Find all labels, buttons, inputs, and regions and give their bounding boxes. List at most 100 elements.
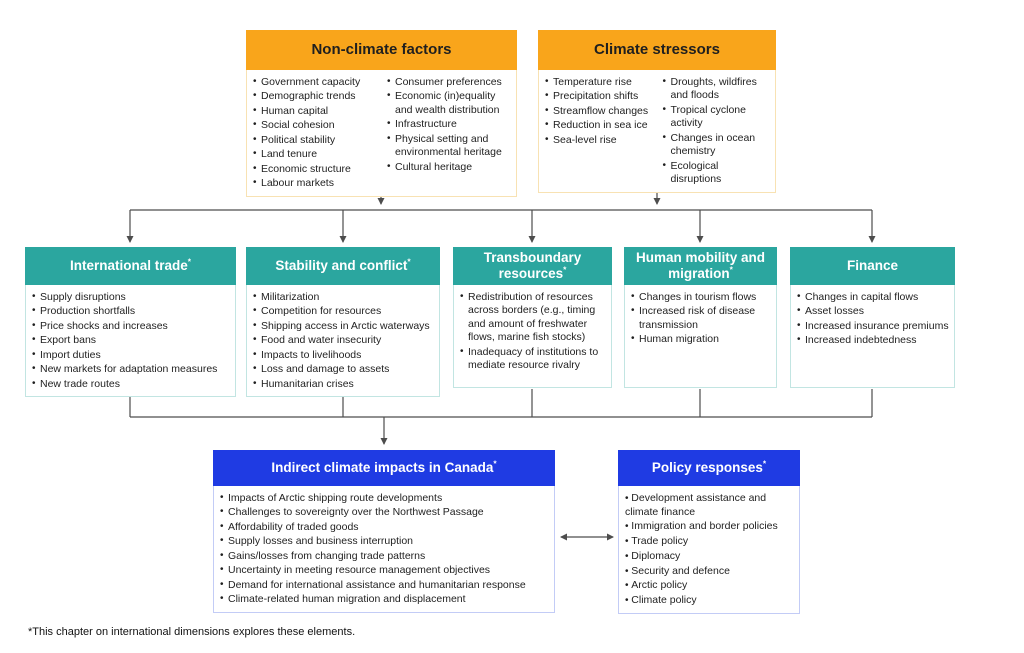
box-header-stability-and-conflict: Stability and conflict* xyxy=(246,247,440,285)
box-body: Supply disruptions Production shortfalls… xyxy=(25,285,236,398)
box-policy-responses: Policy responses* Development assistance… xyxy=(618,450,800,615)
list-item: Temperature rise xyxy=(545,76,655,89)
list-item: Uncertainty in meeting resource manageme… xyxy=(220,564,551,577)
list-item: Labour markets xyxy=(253,177,379,190)
box-header-finance: Finance xyxy=(790,247,955,285)
list-item: Asset losses xyxy=(797,305,951,318)
box-header-policy-responses: Policy responses* xyxy=(618,450,800,486)
list-item: Inadequacy of institutions to mediate re… xyxy=(460,346,608,373)
list-item: Increased risk of disease transmission xyxy=(631,305,773,332)
list-item: Social cohesion xyxy=(253,119,379,132)
list-item: Challenges to sovereignty over the North… xyxy=(220,506,551,519)
list-item: Changes in capital flows xyxy=(797,291,951,304)
box-international-trade: International trade* Supply disruptions … xyxy=(25,247,236,398)
box-non-climate-factors: Non-climate factors Government capacity … xyxy=(246,30,517,197)
list-item: Supply disruptions xyxy=(32,291,232,304)
footnote: *This chapter on international dimension… xyxy=(28,626,356,638)
bullet-list: Supply disruptions Production shortfalls… xyxy=(32,291,232,391)
list-item: Human migration xyxy=(631,333,773,346)
box-finance: Finance Changes in capital flows Asset l… xyxy=(790,247,955,388)
list-item: Shipping access in Arctic waterways xyxy=(253,320,438,333)
list-item: Sea-level rise xyxy=(545,134,655,147)
box-title: Human mobility and migration* xyxy=(635,250,765,281)
bullet-list: Redistribution of resources across borde… xyxy=(460,291,608,373)
box-header-transboundary-resources: Transboundary resources* xyxy=(453,247,612,285)
box-header-international-trade: International trade* xyxy=(25,247,236,285)
box-title: Climate stressors xyxy=(594,41,720,59)
list-item: Demand for international assistance and … xyxy=(220,579,551,592)
bullet-list: Changes in tourism flows Increased risk … xyxy=(631,291,773,347)
list-item: Streamflow changes xyxy=(545,105,655,118)
list-item: Gains/losses from changing trade pattern… xyxy=(220,550,551,563)
box-title: Policy responses* xyxy=(651,458,767,476)
list-item: Physical setting and environmental herit… xyxy=(387,133,513,160)
list-item: Tropical cyclone activity xyxy=(663,104,773,131)
bullet-list: Droughts, wildfires and floods Tropical … xyxy=(663,76,773,188)
list-item: Competition for resources xyxy=(253,305,438,318)
box-body: Temperature rise Precipitation shifts St… xyxy=(538,70,776,193)
list-item: Affordability of traded goods xyxy=(220,521,551,534)
list-item: Changes in ocean chemistry xyxy=(663,132,773,159)
list-item: Economic (in)equality and wealth distrib… xyxy=(387,90,513,117)
list-item: Security and defence xyxy=(625,565,796,579)
box-body: Development assistance and climate finan… xyxy=(618,486,800,615)
list-item: Droughts, wildfires and floods xyxy=(663,76,773,103)
box-indirect-climate-impacts: Indirect climate impacts in Canada* Impa… xyxy=(213,450,555,613)
box-title: Finance xyxy=(846,258,898,274)
box-title: Non-climate factors xyxy=(311,41,452,59)
list-item: Reduction in sea ice xyxy=(545,119,655,132)
box-body: Impacts of Arctic shipping route develop… xyxy=(213,486,555,613)
bullet-list: Changes in capital flows Asset losses In… xyxy=(797,291,951,348)
box-header-non-climate-factors: Non-climate factors xyxy=(246,30,517,70)
list-item: Land tenure xyxy=(253,148,379,161)
bullet-list: Consumer preferences Economic (in)equali… xyxy=(387,76,513,192)
list-item: Import duties xyxy=(32,349,232,362)
bullet-list: Development assistance and climate finan… xyxy=(625,492,796,608)
list-item: Food and water insecurity xyxy=(253,334,438,347)
list-item: Precipitation shifts xyxy=(545,90,655,103)
bullet-list: Militarization Competition for resources… xyxy=(253,291,438,391)
box-stability-and-conflict: Stability and conflict* Militarization C… xyxy=(246,247,440,398)
list-item: Militarization xyxy=(253,291,438,304)
box-climate-stressors: Climate stressors Temperature rise Preci… xyxy=(538,30,776,193)
list-item: Export bans xyxy=(32,334,232,347)
list-item: Redistribution of resources across borde… xyxy=(460,291,608,345)
list-item: New markets for adaptation measures xyxy=(32,363,232,376)
box-title: Transboundary resources* xyxy=(483,250,582,281)
list-item: Immigration and border policies xyxy=(625,520,796,534)
list-item: Trade policy xyxy=(625,535,796,549)
list-item: Production shortfalls xyxy=(32,305,232,318)
box-body: Government capacity Demographic trends H… xyxy=(246,70,517,197)
list-item: Changes in tourism flows xyxy=(631,291,773,304)
list-item: Humanitarian crises xyxy=(253,378,438,391)
box-header-climate-stressors: Climate stressors xyxy=(538,30,776,70)
list-item: Diplomacy xyxy=(625,550,796,564)
list-item: Cultural heritage xyxy=(387,161,513,174)
list-item: New trade routes xyxy=(32,378,232,391)
list-item: Government capacity xyxy=(253,76,379,89)
box-transboundary-resources: Transboundary resources* Redistribution … xyxy=(453,247,612,388)
list-item: Increased insurance premiums xyxy=(797,320,951,333)
box-header-human-mobility-and-migration: Human mobility and migration* xyxy=(624,247,777,285)
box-body: Militarization Competition for resources… xyxy=(246,285,440,398)
box-title: International trade* xyxy=(69,256,192,274)
list-item: Supply losses and business interruption xyxy=(220,535,551,548)
middle-to-bottom-connector xyxy=(129,389,873,445)
box-title: Stability and conflict* xyxy=(275,256,411,274)
box-header-indirect-climate-impacts: Indirect climate impacts in Canada* xyxy=(213,450,555,486)
bullet-list: Government capacity Demographic trends H… xyxy=(253,76,379,192)
box-body: Changes in tourism flows Increased risk … xyxy=(624,285,777,388)
list-item: Price shocks and increases xyxy=(32,320,232,333)
box-human-mobility-and-migration: Human mobility and migration* Changes in… xyxy=(624,247,777,388)
list-item: Human capital xyxy=(253,105,379,118)
list-item: Increased indebtedness xyxy=(797,334,951,347)
list-item: Demographic trends xyxy=(253,90,379,103)
bullet-list: Temperature rise Precipitation shifts St… xyxy=(545,76,655,188)
list-item: Consumer preferences xyxy=(387,76,513,89)
list-item: Climate-related human migration and disp… xyxy=(220,593,551,606)
list-item: Economic structure xyxy=(253,163,379,176)
box-body: Redistribution of resources across borde… xyxy=(453,285,612,388)
list-item: Infrastructure xyxy=(387,118,513,131)
list-item: Climate policy xyxy=(625,594,796,608)
